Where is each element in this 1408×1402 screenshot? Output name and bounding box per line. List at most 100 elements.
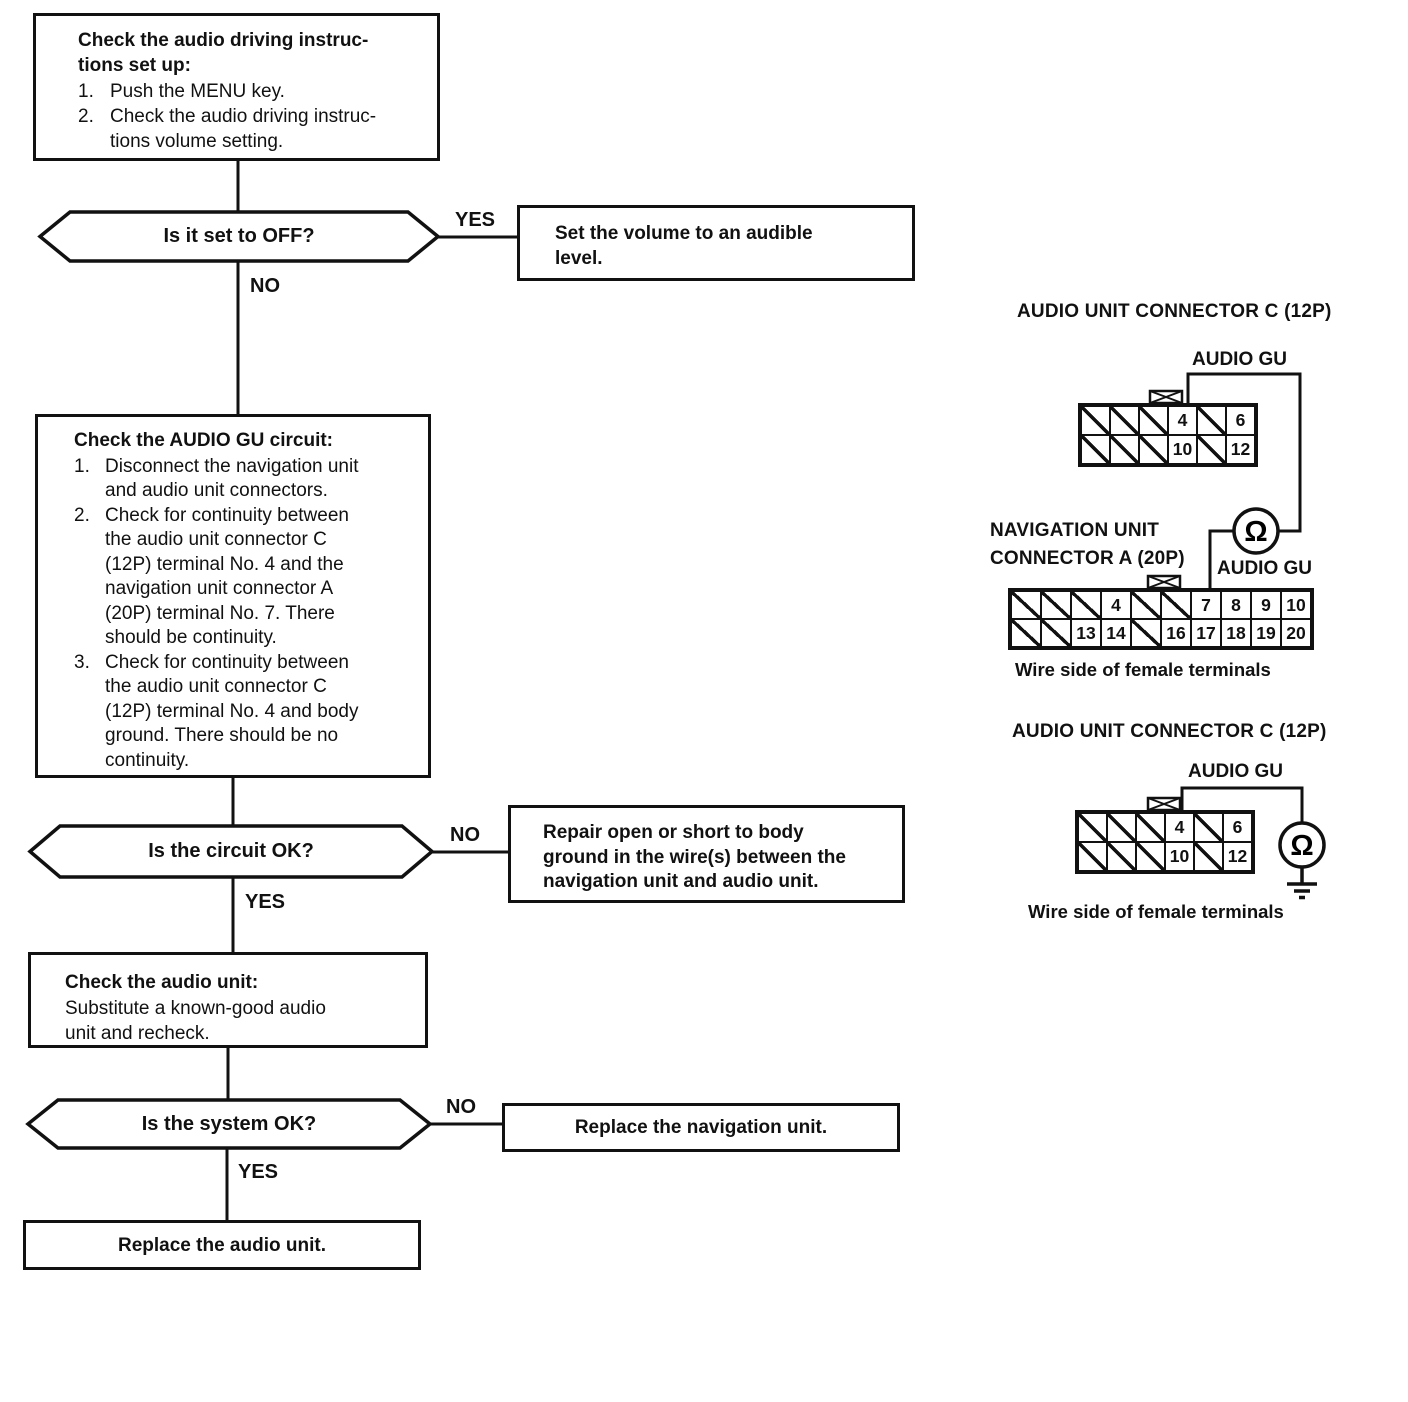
- pin-cell: 6: [1226, 406, 1255, 435]
- pin-cell-blocked: [1197, 406, 1226, 435]
- connector-caption: Wire side of female terminals: [1015, 659, 1271, 680]
- step-list-item: 3. Check for continuity between the audi…: [74, 651, 420, 774]
- item-text: Check the audio driving instruc- tions v…: [110, 106, 377, 152]
- ohm-symbol: Ω: [1290, 830, 1313, 862]
- pin-cell: 6: [1223, 813, 1252, 842]
- pin-cell-blocked: [1136, 813, 1165, 842]
- action-box-set-volume: Set the volume to an audible level.: [517, 205, 915, 281]
- pin-cell: 4: [1165, 813, 1194, 842]
- pin-cell: 19: [1251, 619, 1281, 647]
- pin-cell-blocked: [1131, 591, 1161, 619]
- pin-cell-blocked: [1081, 406, 1110, 435]
- item-number: 2.: [74, 504, 90, 526]
- decision-is-set-to-off: Is it set to OFF?: [163, 225, 315, 247]
- pin-cell: 17: [1191, 619, 1221, 647]
- pin-cell-blocked: [1011, 619, 1041, 647]
- pin-cell-blocked: [1110, 435, 1139, 464]
- branch-yes-label: YES: [455, 209, 496, 231]
- pin-cell: 13: [1071, 619, 1101, 647]
- connector-title-audio-c-bottom: AUDIO UNIT CONNECTOR C (12P): [1012, 721, 1327, 742]
- pin-cell: 12: [1223, 842, 1252, 871]
- pin-cell-blocked: [1161, 591, 1191, 619]
- decision-is-system-ok: Is the system OK?: [141, 1112, 317, 1135]
- step-box-check-audio-gu-circuit: Check the AUDIO GU circuit: 1. Disconnec…: [35, 414, 431, 778]
- action-box-replace-navigation-unit: Replace the navigation unit.: [502, 1103, 900, 1152]
- pin-cell: 4: [1168, 406, 1197, 435]
- pin-cell: 20: [1281, 619, 1311, 647]
- pin-cell-blocked: [1136, 842, 1165, 871]
- branch-yes-label: YES: [245, 891, 286, 913]
- decision-shape-is-system-ok: [25, 1098, 433, 1150]
- pin-cell-blocked: [1131, 619, 1161, 647]
- decision-shape-is-circuit-ok: [27, 824, 435, 879]
- step-body-text: Substitute a known-good audio unit and r…: [65, 998, 326, 1044]
- pin-cell: 16: [1161, 619, 1191, 647]
- pin-cell-blocked: [1107, 813, 1136, 842]
- flow-connector-lines: [225, 161, 517, 1220]
- item-text: Push the MENU key.: [110, 81, 285, 102]
- pin-cell: 10: [1281, 591, 1311, 619]
- connector-key-tab-icon: [1148, 389, 1184, 405]
- connector-title-line2: CONNECTOR A (20P): [990, 548, 1185, 569]
- connector-pinout-nav-a: 4 7 8 9 10 13 14 16 17 18 19 20: [1008, 588, 1314, 650]
- pin-cell-blocked: [1078, 813, 1107, 842]
- pin-cell: 7: [1191, 591, 1221, 619]
- step-title: Check the audio unit:: [65, 972, 259, 993]
- item-number: 2.: [78, 106, 94, 127]
- wire-label-audio-gu: AUDIO GU: [1188, 761, 1283, 782]
- item-text: Disconnect the navigation unit and audio…: [105, 455, 359, 502]
- step-list-item: 1. Disconnect the navigation unit and au…: [74, 455, 420, 504]
- pin-cell: 4: [1101, 591, 1131, 619]
- pin-cell: 10: [1168, 435, 1197, 464]
- continuity-test-wire-top: [1186, 372, 1302, 588]
- step-title: Check the audio driving instruc- tions s…: [78, 30, 369, 76]
- pin-cell: 14: [1101, 619, 1131, 647]
- connector-key-tab-icon: [1146, 796, 1182, 812]
- pin-cell: 18: [1221, 619, 1251, 647]
- branch-no-label: NO: [450, 824, 480, 846]
- step-title: Check the AUDIO GU circuit:: [74, 430, 334, 451]
- step-box-audio-setup: Check the audio driving instruc- tions s…: [33, 13, 440, 161]
- step-list-item: 1. Push the MENU key.: [78, 79, 423, 104]
- connector-pinout-audio-c-top: 4 6 10 12: [1078, 403, 1258, 467]
- pin-cell: 10: [1165, 842, 1194, 871]
- connector-caption: Wire side of female terminals: [1028, 901, 1284, 922]
- decision-is-circuit-ok: Is the circuit OK?: [148, 840, 314, 862]
- item-number: 3.: [74, 651, 90, 673]
- pin-cell-blocked: [1041, 619, 1071, 647]
- pin-cell-blocked: [1081, 435, 1110, 464]
- branch-no-label: NO: [446, 1096, 476, 1118]
- pin-cell-blocked: [1078, 842, 1107, 871]
- pin-cell-blocked: [1110, 406, 1139, 435]
- pin-cell-blocked: [1139, 435, 1168, 464]
- item-number: 1.: [78, 81, 94, 102]
- pin-cell: 12: [1226, 435, 1255, 464]
- step-list-item: 2. Check for continuity between the audi…: [74, 504, 420, 651]
- continuity-test-wire-bottom: [1180, 786, 1304, 823]
- wire-label-audio-gu: AUDIO GU: [1192, 349, 1287, 370]
- pin-cell-blocked: [1107, 842, 1136, 871]
- pin-cell-blocked: [1011, 591, 1041, 619]
- step-list-item: 2. Check the audio driving instruc- tion…: [78, 104, 423, 154]
- ohm-meter-icon: Ω: [1232, 507, 1280, 555]
- connector-title-nav-a: NAVIGATION UNIT CONNECTOR A (20P): [990, 517, 1185, 573]
- pin-cell: 9: [1251, 591, 1281, 619]
- ohm-symbol: Ω: [1244, 516, 1267, 548]
- connector-title-line1: NAVIGATION UNIT: [990, 520, 1160, 541]
- decision-shape-is-set-to-off: [37, 210, 441, 263]
- pin-cell-blocked: [1197, 435, 1226, 464]
- connector-title-audio-c-top: AUDIO UNIT CONNECTOR C (12P): [1017, 301, 1332, 322]
- ohm-meter-icon: Ω: [1278, 821, 1326, 869]
- step-box-check-audio-unit: Check the audio unit: Substitute a known…: [28, 952, 428, 1048]
- connector-pinout-audio-c-bottom: 4 6 10 12: [1075, 810, 1255, 874]
- action-box-replace-audio-unit: Replace the audio unit.: [23, 1220, 421, 1270]
- action-box-repair-wire: Repair open or short to body ground in t…: [508, 805, 905, 903]
- pin-cell: 8: [1221, 591, 1251, 619]
- branch-no-label: NO: [250, 275, 280, 297]
- pin-cell-blocked: [1194, 842, 1223, 871]
- pin-cell-blocked: [1041, 591, 1071, 619]
- branch-yes-label: YES: [238, 1161, 279, 1183]
- item-text: Check for continuity between the audio u…: [105, 651, 359, 771]
